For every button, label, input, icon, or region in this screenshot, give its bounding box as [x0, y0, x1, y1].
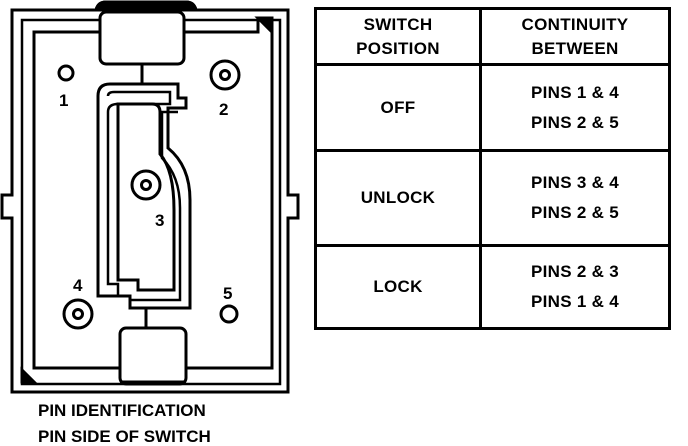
- continuity-text: PINS 2 & 5: [530, 112, 620, 132]
- position-label: LOCK: [373, 277, 423, 296]
- continuity-cell-unlock: PINS 3 & 4 PINS 2 & 5: [482, 152, 668, 247]
- continuity-table: SWITCH POSITION CONTINUITY BETWEEN OFF P…: [314, 7, 671, 330]
- header-text: CONTINUITY: [521, 14, 629, 34]
- pin-3-label: 3: [155, 211, 164, 230]
- position-cell-off: OFF: [317, 66, 482, 152]
- bottom-terminal-block: [118, 308, 188, 386]
- caption-line-1: PIN IDENTIFICATION: [38, 401, 206, 420]
- switch-pin-diagram: 1 2 3 4 5 PIN IDENTIFICATION PIN SIDE OF…: [0, 0, 300, 446]
- pin-2: 2: [209, 59, 241, 119]
- caption-line-2: PIN SIDE OF SWITCH: [38, 427, 211, 446]
- continuity-text: PINS 1 & 4: [530, 82, 620, 102]
- continuity-cell-off: PINS 1 & 4 PINS 2 & 5: [482, 66, 668, 152]
- pin-5: 5: [219, 284, 239, 324]
- pin-1: 1: [57, 64, 75, 110]
- continuity-text: PINS 2 & 5: [530, 203, 620, 222]
- pin-3: 3: [130, 169, 164, 230]
- pin-4: 4: [62, 276, 94, 330]
- position-label: OFF: [380, 97, 416, 117]
- pin-2-label: 2: [219, 100, 228, 119]
- pin-5-label: 5: [223, 284, 232, 303]
- header-continuity-between: CONTINUITY BETWEEN: [482, 10, 668, 66]
- header-text: BETWEEN: [531, 38, 619, 58]
- header-text: SWITCH: [363, 14, 433, 34]
- continuity-text: PINS 3 & 4: [530, 173, 620, 192]
- header-switch-position: SWITCH POSITION: [317, 10, 482, 66]
- position-label: UNLOCK: [360, 188, 436, 207]
- position-cell-unlock: UNLOCK: [317, 152, 482, 247]
- position-cell-lock: LOCK: [317, 247, 482, 327]
- continuity-cell-lock: PINS 2 & 3 PINS 1 & 4: [482, 247, 668, 327]
- contact-strip-inner: [106, 90, 182, 302]
- top-terminal-block: [94, 0, 198, 84]
- pin-1-icon: [57, 64, 75, 82]
- pin-4-label: 4: [73, 276, 83, 295]
- continuity-text: PINS 1 & 4: [530, 292, 620, 311]
- pin-5-icon: [219, 304, 239, 324]
- pin-1-label: 1: [59, 91, 68, 110]
- header-text: POSITION: [356, 38, 440, 58]
- continuity-text: PINS 2 & 3: [530, 262, 620, 281]
